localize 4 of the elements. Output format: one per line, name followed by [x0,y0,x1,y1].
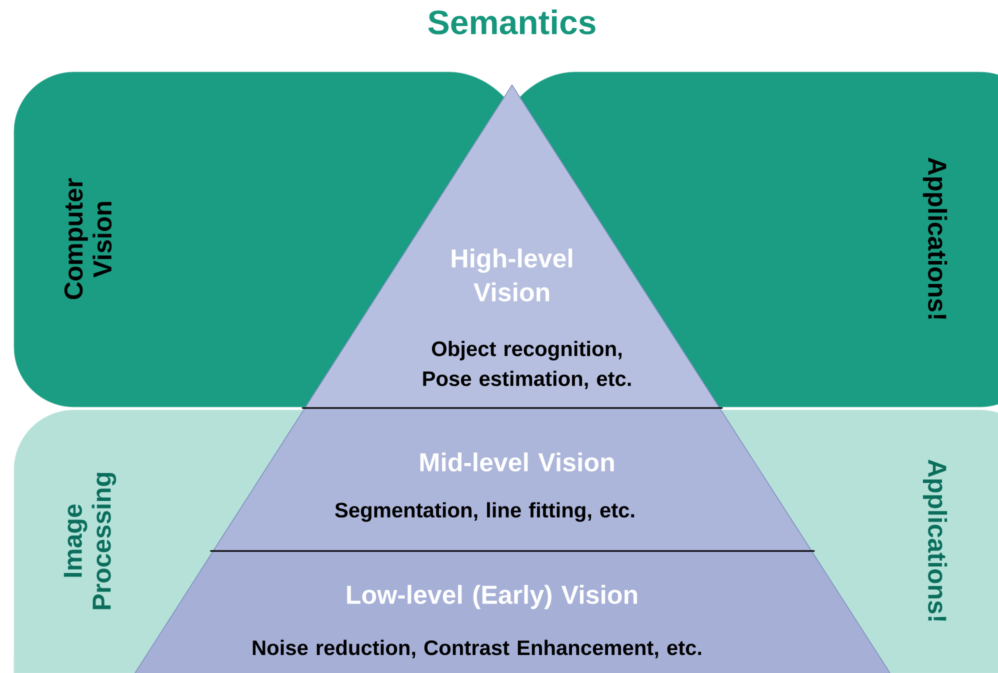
title: Semantics [428,10,596,34]
band-panel: Applications! [720,410,998,673]
pyramid-layer: Mid-level Vision Segmentation, line fitting, etc. [212,407,812,552]
pyramid-layer: Low-level (Early) Vision Noise reduction, Contrast Enhancement, etc. [134,550,890,673]
